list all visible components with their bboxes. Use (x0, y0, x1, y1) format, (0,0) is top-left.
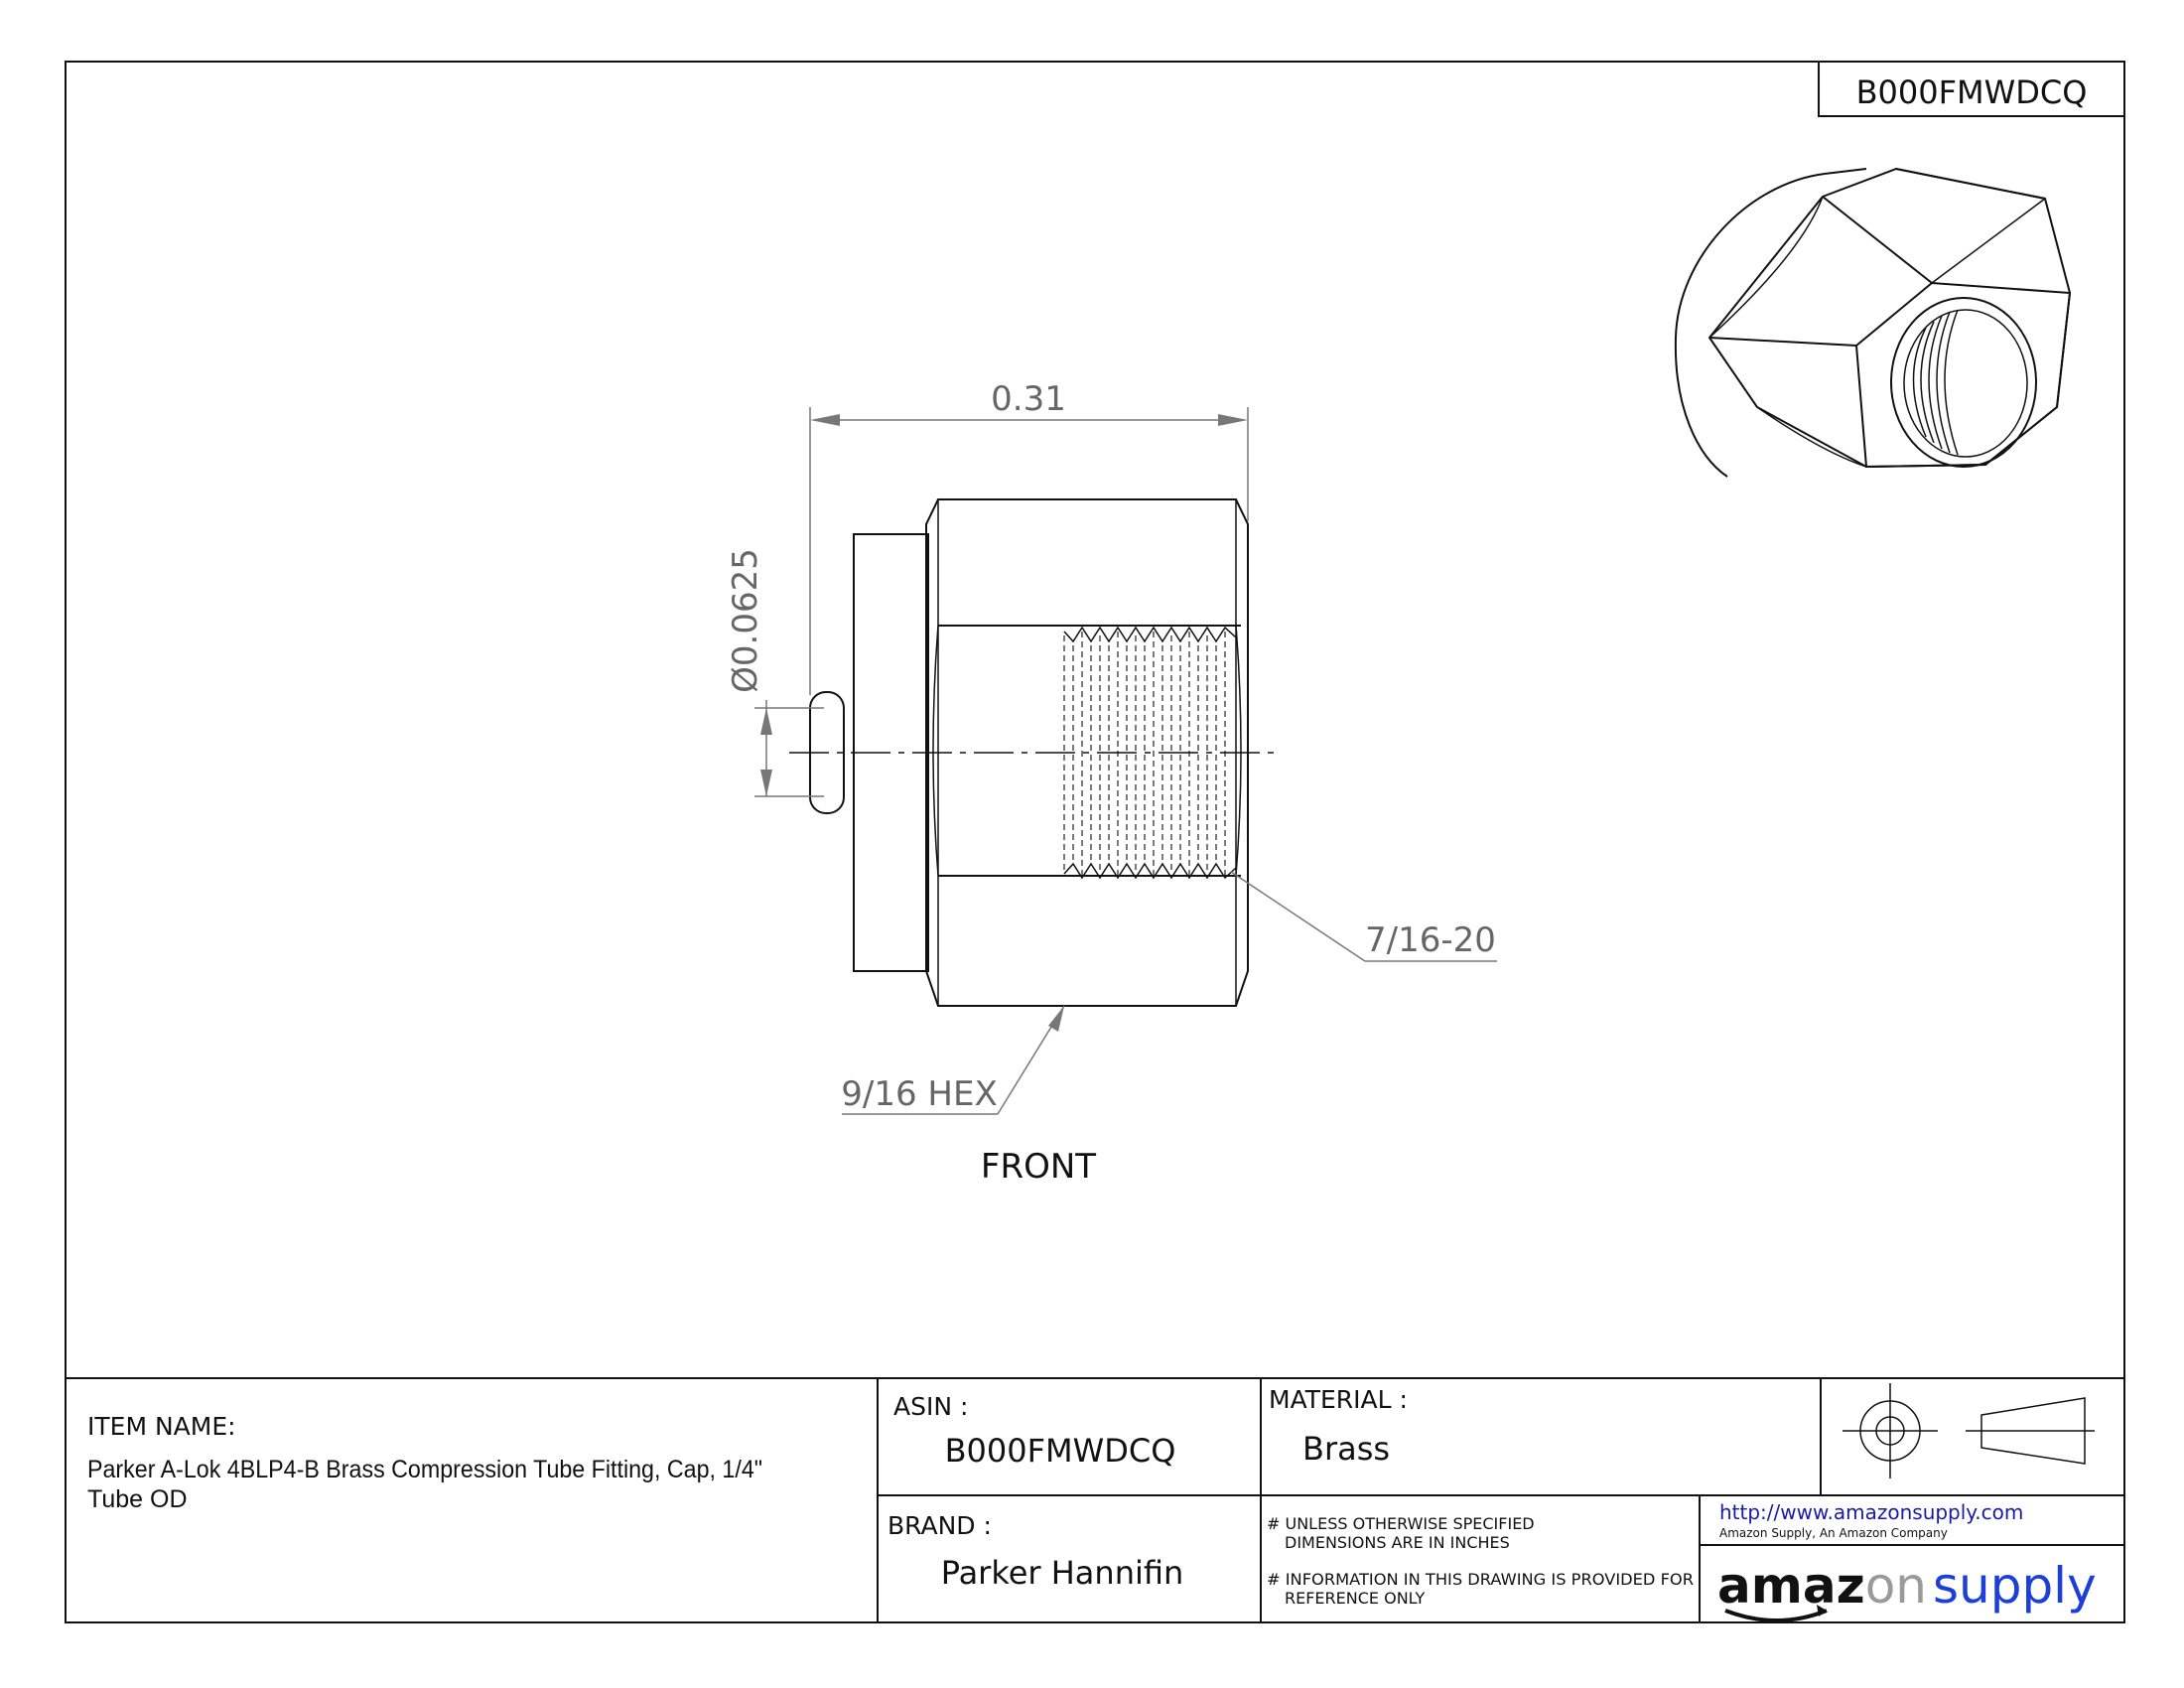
material-value: Brass (1302, 1430, 1390, 1468)
part-number-tag: B000FMWDCQ (1818, 61, 2125, 117)
note1-line1: # UNLESS OTHERWISE SPECIFIED (1267, 1514, 1535, 1533)
dimension-length: 0.31 (809, 379, 1249, 695)
hex-callout-text: 9/16 HEX (841, 1074, 998, 1114)
company-url[interactable]: http://www.amazonsupply.com (1719, 1500, 2023, 1524)
note2-line1: # INFORMATION IN THIS DRAWING IS PROVIDE… (1267, 1570, 1694, 1589)
isometric-view (1674, 167, 2072, 478)
hex-callout: 9/16 HEX (841, 1005, 1065, 1115)
note1-line2: DIMENSIONS ARE IN INCHES (1285, 1533, 1510, 1552)
note2-line2: REFERENCE ONLY (1285, 1589, 1425, 1608)
iso-flange (1674, 173, 1826, 478)
asin-label: ASIN : (893, 1392, 968, 1421)
sheet-border (65, 61, 2125, 1623)
logo-part-amaz: amaz (1717, 1557, 1865, 1615)
logo-part-supply: supply (1933, 1557, 2097, 1615)
company-tagline: Amazon Supply, An Amazon Company (1719, 1526, 1948, 1540)
brand-label: BRAND : (887, 1511, 992, 1540)
projection-symbol-icon (1843, 1383, 2095, 1478)
dimension-diameter: Ø0.0625 (726, 548, 824, 797)
material-label: MATERIAL : (1269, 1385, 1408, 1414)
front-view: 0.31 Ø0.0625 7/16-20 9/16 HEX FRONT (726, 379, 1497, 1187)
item-name-line1: Parker A-Lok 4BLP4-B Brass Compression T… (87, 1456, 762, 1483)
brand-value: Parker Hannifin (941, 1554, 1184, 1592)
item-name-line2: Tube OD (87, 1485, 188, 1513)
item-name-label: ITEM NAME: (87, 1412, 236, 1441)
logo-smile-icon (1724, 1609, 1828, 1622)
dimension-length-text: 0.31 (991, 379, 1066, 419)
svg-text:amazonsupply: amazonsupply (1717, 1557, 2097, 1615)
thread-callout-text: 7/16-20 (1365, 920, 1496, 960)
internal-thread-hidden-lines (1063, 626, 1237, 880)
iso-bore-outer (1890, 297, 2037, 468)
asin-value: B000FMWDCQ (945, 1432, 1176, 1470)
view-label: FRONT (981, 1147, 1096, 1187)
dimension-diameter-text: Ø0.0625 (726, 548, 765, 693)
thread-callout: 7/16-20 (1230, 871, 1497, 962)
logo-part-on: on (1865, 1557, 1927, 1615)
part-number-tag-text: B000FMWDCQ (1856, 73, 2088, 111)
title-block: ITEM NAME: Parker A-Lok 4BLP4-B Brass Co… (66, 1377, 2124, 1622)
